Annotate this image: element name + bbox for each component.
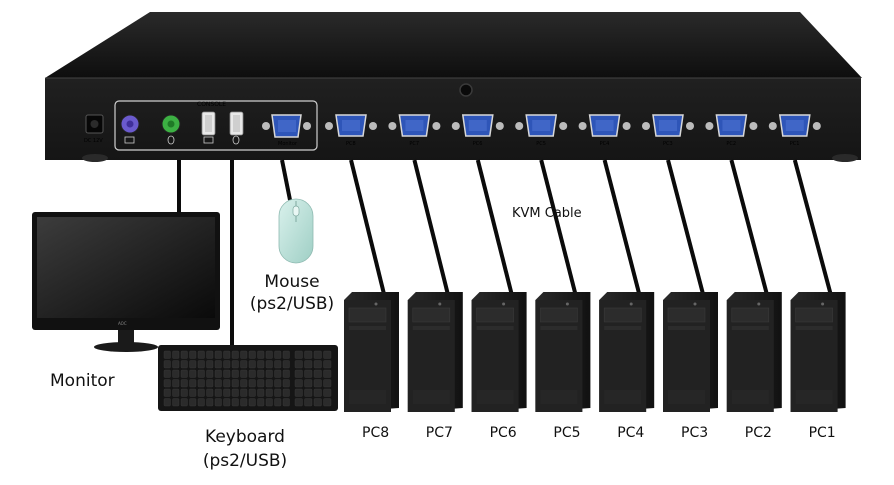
- port-label: PC3: [663, 141, 673, 147]
- pc-tower: [344, 292, 399, 412]
- usb-port-icon: [229, 111, 244, 136]
- monitor-stand: [94, 342, 158, 352]
- kvm-cable-label: KVM Cable: [512, 206, 582, 221]
- kvm-switch: DC 12V CONSOLE Monitor PC8 PC7 PC6: [45, 12, 862, 162]
- keyboard: [158, 345, 338, 411]
- svg-text:AOC: AOC: [118, 321, 127, 326]
- vga-port-icon: [262, 114, 311, 138]
- vga-port-icon: PC4: [578, 114, 631, 147]
- keyboard-symbol-icon: [124, 136, 135, 144]
- pc-label: PC4: [617, 425, 644, 441]
- pc-tower: [790, 292, 846, 412]
- pc-label: PC7: [426, 425, 453, 441]
- vga-port-icon: PC8: [325, 114, 377, 147]
- pc-label: PC1: [809, 425, 836, 441]
- port-label: PC6: [473, 141, 483, 147]
- kvm-cable: [349, 159, 386, 295]
- kvm-cable: [666, 159, 705, 295]
- pc-label: PC6: [490, 425, 517, 441]
- port-label: PC8: [346, 141, 356, 147]
- monitor: AOC: [32, 212, 220, 352]
- kvm-cables: [349, 159, 833, 295]
- console-cables: [177, 159, 292, 348]
- vga-port-icon: PC7: [388, 114, 441, 147]
- port-label: PC2: [726, 141, 736, 147]
- pc-tower: [599, 292, 655, 412]
- vga-port-icon: PC5: [515, 114, 568, 147]
- keyboard-label: Keyboard: [205, 427, 285, 447]
- monitor-label: Monitor: [50, 371, 115, 391]
- vga-port-icon: PC2: [705, 114, 758, 147]
- mouse-symbol-icon: [167, 135, 175, 145]
- monitor-screen: [37, 217, 215, 318]
- pc-labels: PC8 PC7 PC6 PC5 PC4 PC3 PC2 PC1: [362, 425, 836, 441]
- pc-tower: [726, 292, 782, 412]
- switch-foot: [82, 154, 108, 162]
- kvm-cable: [729, 159, 769, 295]
- console-label: CONSOLE: [197, 101, 226, 108]
- port-label: PC7: [409, 141, 419, 147]
- vga-port-icon: PC1: [768, 114, 821, 147]
- console-box: [114, 100, 318, 151]
- mouse-body: [278, 198, 314, 264]
- pc-label: PC3: [681, 425, 708, 441]
- pc-label: PC8: [362, 425, 389, 441]
- dc-label: DC 12V: [84, 138, 103, 144]
- pc-label: PC2: [745, 425, 772, 441]
- port-label: PC4: [600, 141, 610, 147]
- port-label: PC1: [790, 141, 800, 147]
- mouse-type-label: (ps2/USB): [250, 294, 334, 314]
- vga-port-icon: PC3: [642, 114, 694, 147]
- kvm-cable: [412, 159, 450, 295]
- mouse-label: Mouse: [264, 272, 319, 292]
- monitor-neck: [118, 330, 134, 344]
- pc-tower: [663, 292, 718, 412]
- screw-icon: [459, 83, 473, 97]
- mouse-cable: [280, 159, 292, 201]
- pc-tower: [535, 292, 591, 412]
- monitor-port-label: Monitor: [278, 141, 298, 147]
- switch-foot: [832, 154, 858, 162]
- keyboard-symbol-icon: [203, 136, 214, 144]
- pc-tower: [471, 292, 527, 412]
- mouse: [278, 198, 314, 264]
- pc-label: PC5: [553, 425, 580, 441]
- vga-port-icon: PC6: [451, 114, 504, 147]
- pc-towers: [344, 292, 846, 412]
- keyboard-type-label: (ps2/USB): [203, 451, 287, 471]
- port-label: PC5: [536, 141, 546, 147]
- kvm-cable: [475, 159, 514, 295]
- switch-top-panel: [45, 12, 862, 78]
- pc-ports: PC8 PC7 PC6 PC5 PC4 PC3 PC2 PC1: [325, 114, 821, 147]
- usb-port-icon: [201, 111, 216, 136]
- kvm-cable: [539, 159, 578, 295]
- kvm-cable: [792, 159, 833, 295]
- mouse-symbol-icon: [232, 135, 240, 145]
- kvm-cable: [602, 159, 642, 295]
- pc-tower: [407, 292, 463, 412]
